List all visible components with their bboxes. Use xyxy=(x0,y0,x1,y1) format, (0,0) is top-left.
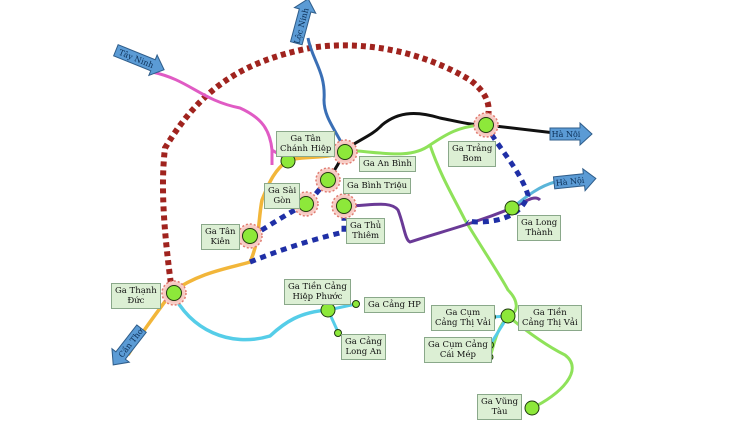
an-binh-trang-bom-line xyxy=(344,112,487,152)
label-tien-cang-hiep-phuoc: Ga Tiền Cảng Hiệp Phước xyxy=(284,279,351,305)
station-trang-bom-node[interactable] xyxy=(473,112,499,138)
station-tien-cang-thi-vai-node[interactable] xyxy=(500,308,516,324)
station-cang-long-an-node[interactable] xyxy=(334,329,342,337)
station-thanh-duc-node[interactable] xyxy=(161,280,187,306)
label-cang-hp: Ga Cảng HP xyxy=(364,297,425,313)
label-binh-trieu: Ga Bình Triệu xyxy=(343,178,412,194)
arrow-ha-noi-1: Hà Nội xyxy=(549,121,593,147)
arrow-ha-noi-2: Hà Nội xyxy=(552,167,597,192)
tan-kien-thu-thiem-dashed xyxy=(249,206,347,265)
label-an-binh: Ga An Bình xyxy=(359,156,416,172)
label-tan-chanh-hiep: Ga Tân Chánh Hiệp xyxy=(276,131,336,157)
tay-ninh-line xyxy=(151,70,289,162)
station-cang-hp-node[interactable] xyxy=(352,300,360,308)
arrow-label-ha-noi-2: Hà Nội xyxy=(555,176,585,188)
green-line-south xyxy=(428,144,518,318)
label-trang-bom: Ga Trảng Bom xyxy=(448,141,497,167)
label-thu-thiem: Ga Thủ Thiêm xyxy=(346,218,386,244)
loc-ninh-line xyxy=(306,37,347,151)
label-cum-cang-cai-mep: Ga Cụm Cảng Cái Mép xyxy=(424,337,492,363)
long-thanh-ha-noi-line xyxy=(511,180,556,210)
arrow-label-ha-noi-1: Hà Nội xyxy=(552,130,581,139)
arrow-label-can-tho: Cần Thơ xyxy=(117,326,146,359)
station-tan-kien-node[interactable] xyxy=(237,223,263,249)
station-an-binh-node[interactable] xyxy=(332,139,358,165)
station-long-thanh-node[interactable] xyxy=(504,200,520,216)
label-cum-cang-thi-vai: Ga Cụm Cảng Thị Vải xyxy=(431,305,495,331)
label-cang-long-an: Ga Cảng Long An xyxy=(341,334,387,360)
label-tan-kien: Ga Tân Kiên xyxy=(201,224,240,250)
station-thu-thiem-node[interactable] xyxy=(331,193,357,219)
station-tien-cang-hiep-phuoc-node[interactable] xyxy=(320,302,336,318)
label-long-thanh: Ga Long Thành xyxy=(517,215,562,241)
label-tien-cang-thi-vai: Ga Tiền Cảng Thị Vải xyxy=(518,305,582,331)
thanh-duc-hiep-phuoc-line xyxy=(170,291,329,342)
label-vung-tau: Ga Vũng Tàu xyxy=(477,394,523,420)
arrow-loc-ninh: Lộc Ninh xyxy=(289,0,317,46)
label-thanh-duc: Ga Thạnh Đức xyxy=(111,283,161,309)
station-binh-trieu-node[interactable] xyxy=(315,167,341,193)
station-sai-gon-node[interactable] xyxy=(293,191,319,217)
label-sai-gon: Ga Sài Gòn xyxy=(264,183,301,209)
station-vung-tau-node[interactable] xyxy=(524,400,540,416)
